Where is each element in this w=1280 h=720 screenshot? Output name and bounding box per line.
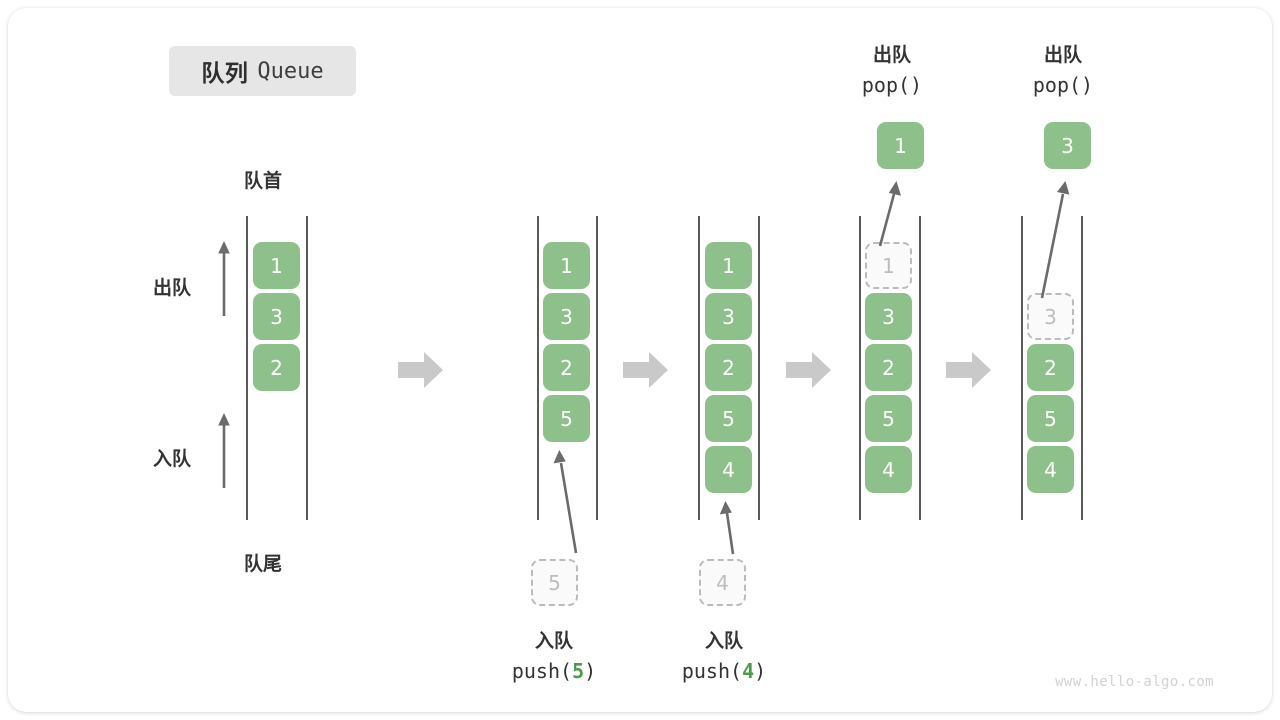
queue-rail-right-2 [758,216,760,520]
queue-rail-right-4 [1081,216,1083,520]
title-badge: 队列 Queue [169,46,356,96]
queue-rail-left-3 [859,216,861,520]
queue-cell: 2 [705,344,752,391]
dequeue-label: 出队 [153,277,192,299]
push-arrow-icon-1 [548,445,584,555]
queue-cell: 5 [705,395,752,442]
incoming-cell-2: 4 [699,559,746,606]
queue-cell: 2 [253,344,300,391]
queue-cell: 1 [865,242,912,289]
queue-cell: 1 [705,242,752,289]
push-operation-label-2: 入队 push(4) [644,627,804,686]
title-en: Queue [257,58,324,84]
queue-cell: 2 [543,344,590,391]
push-fn-1: push(5) [511,658,597,683]
queue-rail-left-2 [698,216,700,520]
queue-rail-right-0 [306,216,308,520]
queue-cell: 3 [705,293,752,340]
incoming-cell-1: 5 [531,559,578,606]
push-cn-1: 入队 [534,630,573,652]
push-cn-2: 入队 [704,630,743,652]
step-arrow-icon-2 [623,350,669,390]
queue-cell: 1 [253,242,300,289]
pop-fn-2: pop() [1032,72,1094,97]
queue-cell: 4 [865,446,912,493]
push-operation-label-1: 入队 push(5) [474,627,634,686]
pop-fn-1: pop() [861,72,923,97]
pop-cn-1: 出队 [872,44,911,66]
queue-head-label: 队首 [244,170,283,192]
queue-cell: 1 [543,242,590,289]
popped-cell-1: 1 [877,122,924,169]
pop-cn-2: 出队 [1043,44,1082,66]
pop-operation-label-2: 出队 pop() [993,41,1133,100]
queue-tail-label: 队尾 [244,553,283,575]
queue-rail-left-4 [1021,216,1023,520]
queue-rail-left-1 [537,216,539,520]
pop-operation-label-1: 出队 pop() [822,41,962,100]
queue-cell: 2 [865,344,912,391]
dequeue-arrow-icon [214,240,234,316]
pop-arrow-icon-2 [1032,176,1078,300]
queue-cell: 2 [1027,344,1074,391]
pop-arrow-icon-1 [870,176,908,248]
queue-cell: 5 [1027,395,1074,442]
queue-cell: 4 [705,446,752,493]
queue-cell: 5 [865,395,912,442]
queue-cell: 3 [865,293,912,340]
queue-cell: 3 [253,293,300,340]
push-fn-2: push(4) [681,658,767,683]
watermark: www.hello-algo.com [1055,674,1214,690]
step-arrow-icon-4 [946,350,992,390]
push-arrow-icon-2 [714,497,746,555]
popped-cell-2: 3 [1044,122,1091,169]
queue-rail-right-1 [596,216,598,520]
queue-cell: 4 [1027,446,1074,493]
step-arrow-icon-3 [786,350,832,390]
enqueue-arrow-icon [214,412,234,488]
title-cn: 队列 [201,61,249,87]
queue-cell: 3 [1027,293,1074,340]
queue-rail-left-0 [246,216,248,520]
queue-rail-right-3 [919,216,921,520]
queue-cell: 5 [543,395,590,442]
enqueue-label: 入队 [153,448,192,470]
queue-cell: 3 [543,293,590,340]
step-arrow-icon-1 [398,350,444,390]
